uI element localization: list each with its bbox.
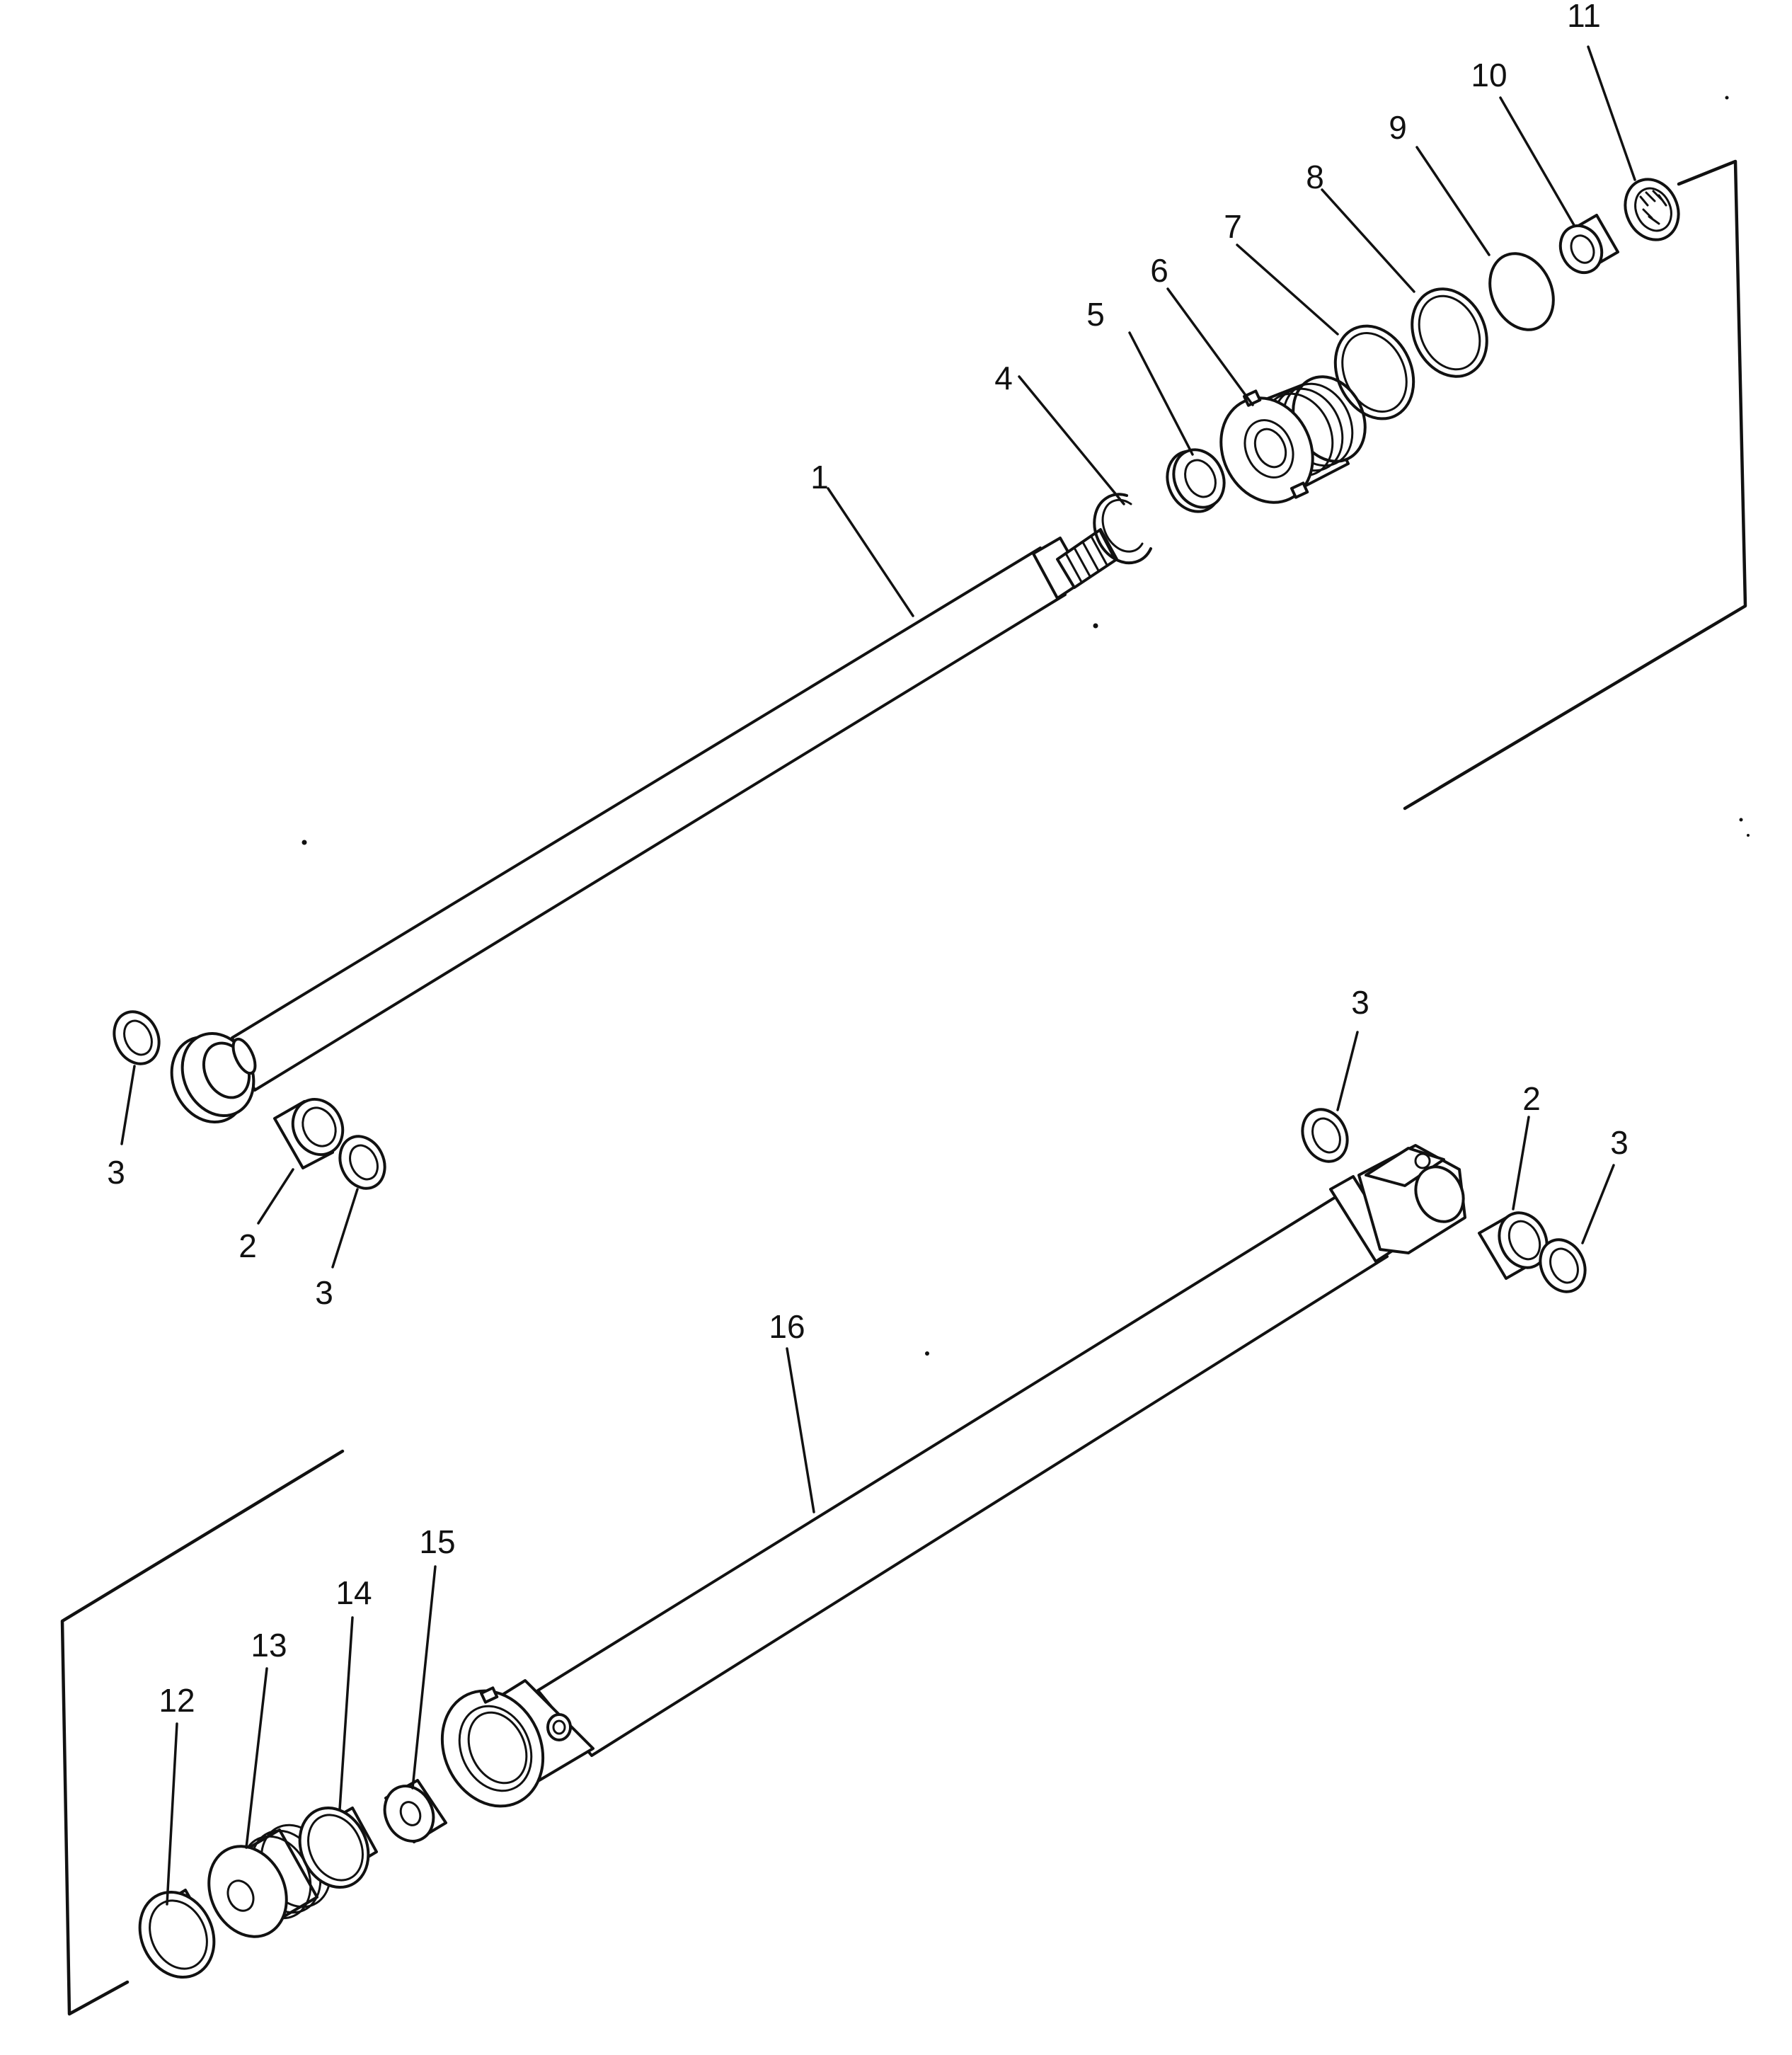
callout-3-bottom-left: 3: [315, 1274, 333, 1311]
callout-2-right: 2: [1522, 1080, 1541, 1117]
callout-12: 12: [159, 1682, 195, 1719]
wear-ring-14: [298, 1806, 378, 1889]
o-ring-8: [1411, 287, 1488, 378]
cylinder-tube: [440, 1144, 1466, 1808]
piston-rod: [170, 528, 1118, 1124]
leader-lines: [120, 45, 1636, 1906]
callout-4: 4: [994, 360, 1013, 396]
o-ring-9: [1488, 252, 1555, 331]
callout-5: 5: [1086, 296, 1105, 333]
nut-15: [383, 1779, 447, 1843]
backup-ring-7: [1333, 324, 1415, 420]
dust-seal-1: [113, 1010, 161, 1065]
callout-7: 7: [1224, 208, 1242, 245]
callout-15: 15: [419, 1523, 455, 1560]
bushing-lower-right: [1478, 1211, 1549, 1280]
callout-13: 13: [251, 1627, 287, 1664]
piston-nut-12: [138, 1889, 216, 1979]
callout-9: 9: [1389, 109, 1407, 146]
dust-seal-2: [338, 1135, 386, 1190]
lower-assembly-bracket: [60, 1449, 345, 2016]
dust-seal-3: [1301, 1108, 1349, 1163]
callout-1: 1: [810, 459, 829, 496]
callout-8: 8: [1306, 159, 1324, 195]
cylinder-head: [1219, 375, 1367, 504]
callout-14: 14: [335, 1574, 372, 1611]
dust-seal-4: [1539, 1238, 1587, 1293]
snap-ring: [1093, 493, 1152, 565]
callout-11: 11: [1567, 0, 1601, 34]
callout-3-right-top: 3: [1351, 984, 1369, 1021]
rod-seal: [1166, 448, 1226, 513]
callout-3-left: 3: [107, 1154, 125, 1191]
bushing-10: [1558, 214, 1619, 275]
bushing-upper-left: [273, 1098, 345, 1169]
piston-13: [207, 1824, 332, 1938]
callout-16: 16: [769, 1308, 805, 1345]
bearing-11: [1624, 178, 1680, 241]
callout-6: 6: [1150, 252, 1168, 289]
scan-specks: [301, 96, 1750, 1356]
callout-2-left: 2: [239, 1227, 257, 1264]
callout-10: 10: [1471, 57, 1507, 93]
callout-3-right: 3: [1610, 1124, 1629, 1161]
callout-labels: 1 4 5 6 7 8 9 10 11 3 2 3 3 2 3 16 12 13…: [107, 0, 1629, 1719]
upper-assembly-bracket: [1403, 159, 1747, 811]
